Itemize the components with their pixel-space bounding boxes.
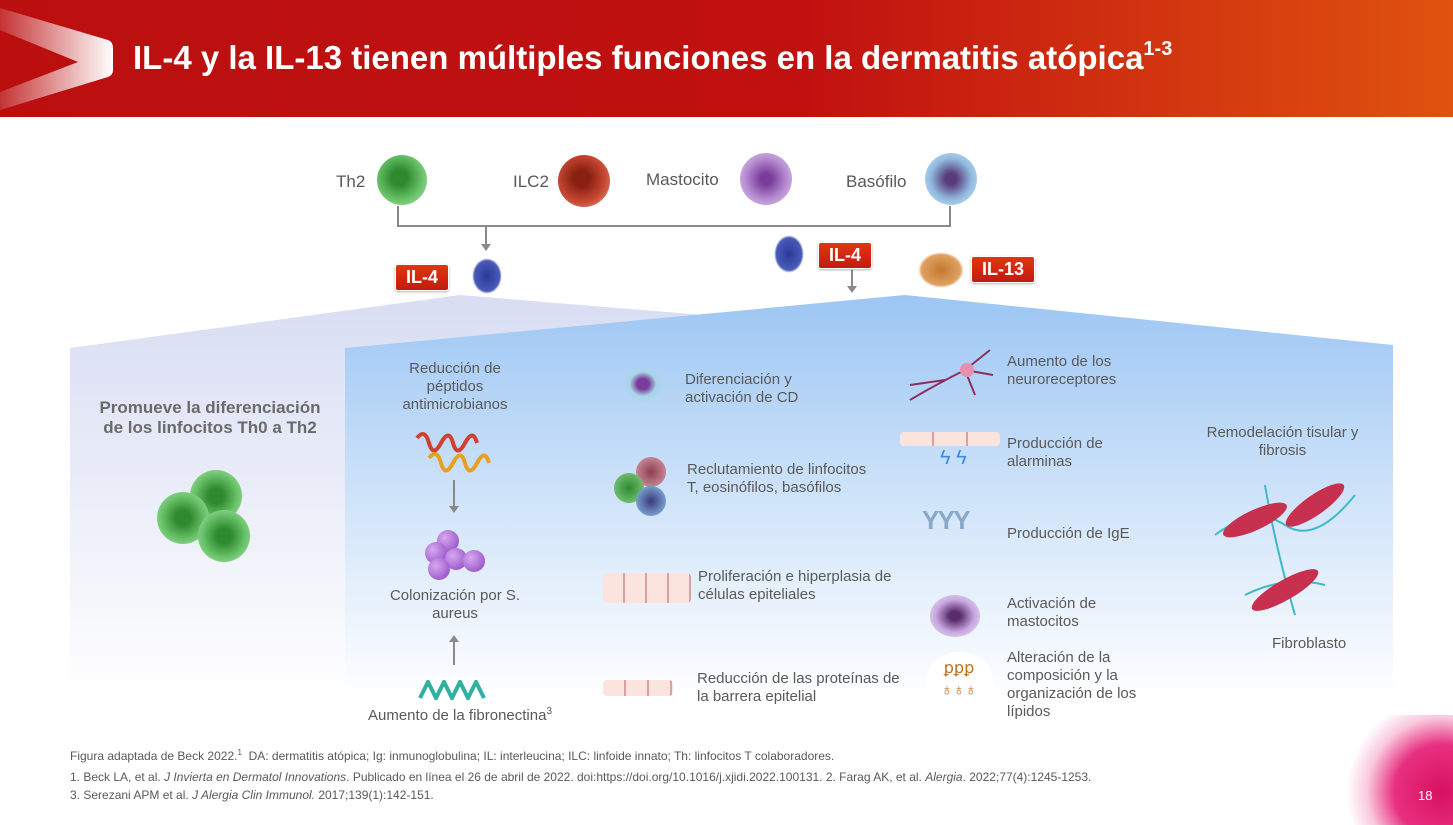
label-mastocito: Mastocito [646, 170, 719, 189]
mast-cell-icon [740, 153, 792, 205]
label-th2: Th2 [336, 172, 366, 191]
fibroblast-icon [1214, 483, 1356, 616]
barrier-label: Reducción de las proteínas de la barrera… [697, 670, 900, 705]
ige-label: Producción de IgE [1007, 525, 1130, 542]
fibroblast-label: Fibroblasto [1272, 635, 1347, 652]
reference-1-2: 1. Beck LA, et al. J Invierta en Dermato… [70, 770, 1092, 784]
logo-chevron-icon [0, 8, 113, 110]
reference-3: 3. Serezani APM et al. J Alergia Clin Im… [70, 788, 434, 802]
neuroreceptors-label: Aumento de los neuroreceptores [1007, 353, 1117, 388]
peptides-label: Reducción de péptidos antimicrobianos [402, 360, 508, 413]
fibronectin-icon [418, 680, 486, 700]
proliferation-label: Proliferación e hiperplasia de células e… [698, 568, 892, 603]
lipids-label: Alteración de la composición y la organi… [1007, 649, 1137, 720]
recruitment-label: Reclutamiento de linfocitos T, eosinófil… [687, 461, 867, 496]
dendritic-cell-icon [622, 365, 664, 403]
th2-cell-icon [377, 155, 427, 205]
neuron-icon [909, 349, 994, 401]
basophil-cell-icon [925, 153, 977, 205]
decorative-splash [1330, 715, 1453, 825]
fibronectin-label: Aumento de la fibronectina3 [368, 706, 553, 724]
mast-activation-label: Activación de mastocitos [1007, 595, 1097, 630]
cd-label: Diferenciación y activación de CD [685, 371, 799, 406]
epithelial-cells-icon [603, 573, 691, 603]
colonization-label: Colonización por S. aureus [389, 587, 521, 622]
alarmins-label: Producción de alarminas [1007, 435, 1103, 470]
il4-badge-left: IL-4 [395, 264, 450, 291]
il4-badge-right: IL-4 [818, 242, 873, 269]
epithelial-barrier-icon [603, 680, 673, 696]
il13-badge: IL-13 [971, 256, 1036, 283]
remodeling-label: Remodelación tisular y fibrosis [1206, 424, 1359, 459]
activated-mast-cell-icon [930, 595, 980, 637]
slide-header: IL-4 y la IL-13 tienen múltiples funcion… [0, 0, 1453, 117]
ige-antibody-icon: Y Y Y [922, 505, 971, 535]
label-ilc2: ILC2 [513, 172, 549, 191]
lightning-icon: ϟ ϟ [940, 447, 967, 469]
th0-th2-differentiation-label: Promueve la diferenciación de los linfoc… [99, 398, 321, 437]
il13-protein-icon [918, 252, 964, 288]
ilc2-cell-icon [558, 155, 610, 207]
lipids-icon: ꝑꝑꝑ♁♁♁ [925, 652, 993, 712]
figure-note: Figura adaptada de Beck 2022.1 DA: derma… [70, 748, 835, 763]
label-basofilo: Basófilo [846, 172, 907, 191]
peptide-helix-icon [415, 432, 491, 473]
il4-protein-icon [774, 235, 804, 273]
page-number: 18 [1418, 788, 1433, 803]
alarmin-cells-icon [900, 432, 1000, 446]
il4-protein-icon [472, 258, 502, 294]
page-title: IL-4 y la IL-13 tienen múltiples funcion… [133, 38, 1173, 76]
